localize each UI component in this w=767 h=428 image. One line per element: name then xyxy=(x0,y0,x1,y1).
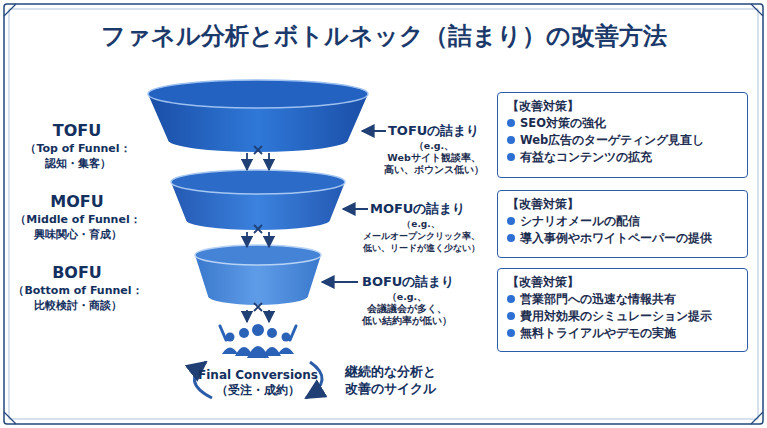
bullet-dot xyxy=(507,312,515,320)
drop-mark xyxy=(254,225,262,233)
bottleneck-example: （e.g.、Webサイト観談率、 高い、ボウンス低い） xyxy=(372,140,496,176)
bullet-row: 導入事例やホワイトペーパーの提供 xyxy=(507,230,738,247)
conversion-label: Final Conversions （受注・成約） xyxy=(193,368,323,398)
diagram-title: ファネル分析とボトルネック（詰まり）の改善方法 xyxy=(0,20,767,52)
person-head xyxy=(267,328,277,338)
funnel-rim xyxy=(171,170,345,194)
funnel-rim xyxy=(148,80,368,108)
stage-description: （Top of Funnel： 認知・集客） xyxy=(12,141,144,171)
stage-description: （Bottom of Funnel： 比較検討・商談） xyxy=(10,283,146,313)
box-heading-row: 【改善対策】 xyxy=(507,98,738,114)
down-arrow xyxy=(246,232,248,247)
person-body xyxy=(247,346,269,358)
bottleneck-example: （e.g.、会議議会が多く、 低い結約率が低い） xyxy=(352,291,462,327)
bullet-dot xyxy=(507,153,515,161)
bullet-text: SEO対策の強化 xyxy=(520,116,606,130)
raised-arm xyxy=(220,326,296,340)
measure-box: 【改善対策】 SEO対策の強化 Web広告のターゲティング見直し有益なコンテンツの拡… xyxy=(497,92,748,178)
box-heading: 【改善対策】 xyxy=(507,275,579,289)
stage-name: BOFU xyxy=(12,263,142,282)
bullet-text: 有益なコンテンツの拡充 xyxy=(520,150,652,164)
bottleneck-heading: MOFUの詰まり xyxy=(370,200,480,217)
mofu-band xyxy=(171,170,345,230)
corner-ornament xyxy=(4,4,763,424)
person-head xyxy=(239,328,249,338)
bullet-text: 無料トライアルやデモの実施 xyxy=(520,326,676,340)
outer-frame xyxy=(4,4,763,424)
measure-box: 【改善対策】営業部門への迅速な情報共有費用対効果のシミュレーション提示無料トライ… xyxy=(497,268,748,352)
bullet-row: シナリオメールの配信 xyxy=(507,213,738,230)
bullet-row: 有益なコンテンツの拡充 xyxy=(507,149,738,166)
bottleneck-example: （e.g.、メールオープンクリック率、 低い、リードが進く少ない） xyxy=(348,218,494,254)
down-arrow xyxy=(246,310,248,322)
bullet-dot xyxy=(507,119,515,127)
down-arrow xyxy=(268,310,270,322)
people-icon xyxy=(220,324,296,358)
bullet-dot xyxy=(507,295,515,303)
bullet-row: 費用対効果のシミュレーション提示 xyxy=(507,308,738,325)
bullet-row: 無料トライアルやデモの実施 xyxy=(507,325,738,342)
bullet-dot xyxy=(507,136,515,144)
leader-arrow xyxy=(322,281,358,283)
bullet-dot xyxy=(507,234,515,242)
box-heading: 【改善対策】 xyxy=(507,197,579,211)
tofu-band xyxy=(148,80,368,152)
bofu-band xyxy=(195,245,321,305)
leader-arrow xyxy=(362,130,386,132)
box-heading: 【改善対策】 xyxy=(507,99,579,113)
bullet-row: 営業部門への迅速な情報共有 xyxy=(507,291,738,308)
down-arrow xyxy=(246,153,248,170)
down-arrow xyxy=(268,232,270,247)
funnel-rim xyxy=(195,245,321,265)
bullet-row: Web広告のターゲティング見直し xyxy=(507,132,738,149)
drop-mark xyxy=(254,146,262,154)
stage-description: （Middle of Funnel： 興味関心・育成） xyxy=(12,212,144,242)
person-head xyxy=(252,324,264,336)
bullet-dot xyxy=(507,217,515,225)
bullet-dot xyxy=(507,329,515,337)
box-heading-row: 【改善対策】 xyxy=(507,274,738,290)
bullet-text: Web広告のターゲティング見直し xyxy=(520,133,704,147)
bullet-text: シナリオメールの配信 xyxy=(520,214,640,228)
leader-arrow xyxy=(343,208,368,210)
measure-box: 【改善対策】シナリオメールの配信導入事例やホワイトペーパーの提供 xyxy=(497,190,748,258)
bullet-text: 費用対効果のシミュレーション提示 xyxy=(520,309,712,323)
flow-arrows xyxy=(247,146,269,322)
bottleneck-heading: TOFUの詰まり xyxy=(388,122,498,139)
drop-mark xyxy=(254,303,262,311)
stage-name: MOFU xyxy=(12,192,142,211)
down-arrow xyxy=(268,153,270,170)
stage-name: TOFU xyxy=(12,121,142,140)
box-heading-row: 【改善対策】 xyxy=(507,196,738,212)
bullet-text: 営業部門への迅速な情報共有 xyxy=(520,292,676,306)
inner-frame xyxy=(9,9,758,419)
bottleneck-heading: BOFUの詰まり xyxy=(362,273,472,290)
bullet-text: 導入事例やホワイトペーパーの提供 xyxy=(520,231,712,245)
bullet-row: SEO対策の強化 xyxy=(507,115,738,132)
cycle-note: 継続的な分析と 改善のサイクル xyxy=(345,363,457,397)
